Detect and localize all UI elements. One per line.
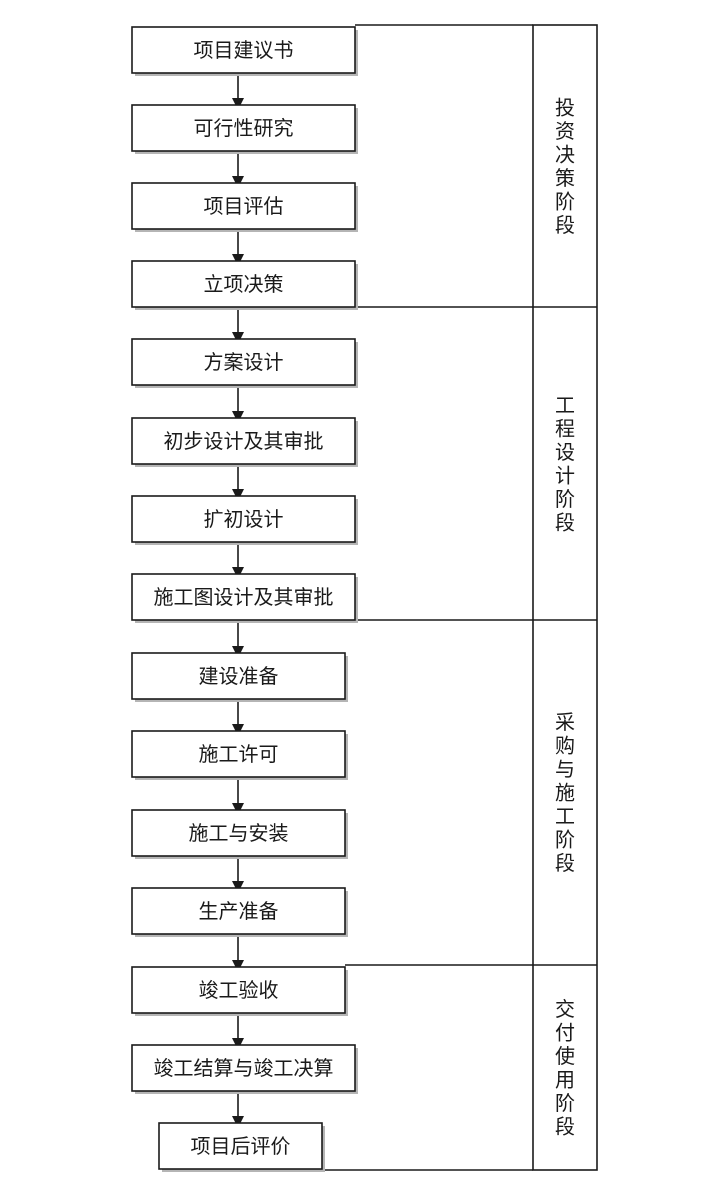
step-box: 施工许可: [131, 730, 348, 780]
step-box-frame: [131, 182, 356, 230]
step-box-frame: [131, 887, 346, 935]
step-box: 施工与安装: [131, 809, 348, 859]
step-box: 方案设计: [131, 338, 358, 388]
step-box-frame: [131, 573, 356, 621]
step-label: 竣工结算与竣工决算: [154, 1056, 334, 1080]
step-box: 初步设计及其审批: [131, 417, 358, 467]
step-box: 项目评估: [131, 182, 358, 232]
step-box: 施工图设计及其审批: [131, 573, 358, 623]
stage-label: 采购与施工阶段: [555, 710, 575, 875]
step-box: 生产准备: [131, 887, 348, 937]
step-box-frame: [131, 417, 356, 465]
step-label: 项目建议书: [194, 38, 294, 62]
stage-column-frame: [532, 24, 598, 1171]
step-box-frame: [131, 338, 356, 386]
step-label: 建设准备: [199, 664, 279, 688]
step-box: 项目后评价: [158, 1122, 325, 1172]
step-box-frame: [158, 1122, 323, 1170]
step-label: 初步设计及其审批: [164, 429, 324, 453]
step-boxes: 项目建议书可行性研究项目评估立项决策方案设计初步设计及其审批扩初设计施工图设计及…: [131, 26, 358, 1172]
step-label: 施工图设计及其审批: [154, 585, 334, 609]
step-label: 立项决策: [204, 272, 284, 296]
step-box-frame: [131, 26, 356, 74]
stage-label: 交付使用阶段: [555, 997, 575, 1139]
step-label: 生产准备: [199, 899, 279, 923]
step-box: 竣工结算与竣工决算: [131, 1044, 358, 1094]
step-label: 项目后评价: [191, 1134, 291, 1158]
step-box-frame: [131, 495, 356, 543]
step-label: 方案设计: [204, 350, 284, 374]
step-box: 立项决策: [131, 260, 358, 310]
step-box-frame: [131, 1044, 356, 1092]
step-box-frame: [131, 809, 346, 857]
step-box: 扩初设计: [131, 495, 358, 545]
step-box-frame: [131, 966, 346, 1014]
step-box: 竣工验收: [131, 966, 348, 1016]
step-box: 项目建议书: [131, 26, 358, 76]
step-label: 施工许可: [199, 742, 279, 766]
step-box: 建设准备: [131, 652, 348, 702]
step-label: 可行性研究: [194, 116, 294, 140]
step-label: 扩初设计: [204, 507, 284, 531]
step-box-frame: [131, 730, 346, 778]
step-label: 竣工验收: [199, 978, 279, 1002]
step-box-frame: [131, 652, 346, 700]
step-box: 可行性研究: [131, 104, 358, 154]
step-box-frame: [131, 260, 356, 308]
stage-label: 投资决策阶段: [555, 95, 575, 237]
step-label: 项目评估: [204, 194, 284, 218]
step-box-frame: [131, 104, 356, 152]
stage-label: 工程设计阶段: [555, 393, 575, 535]
step-label: 施工与安装: [189, 821, 289, 845]
